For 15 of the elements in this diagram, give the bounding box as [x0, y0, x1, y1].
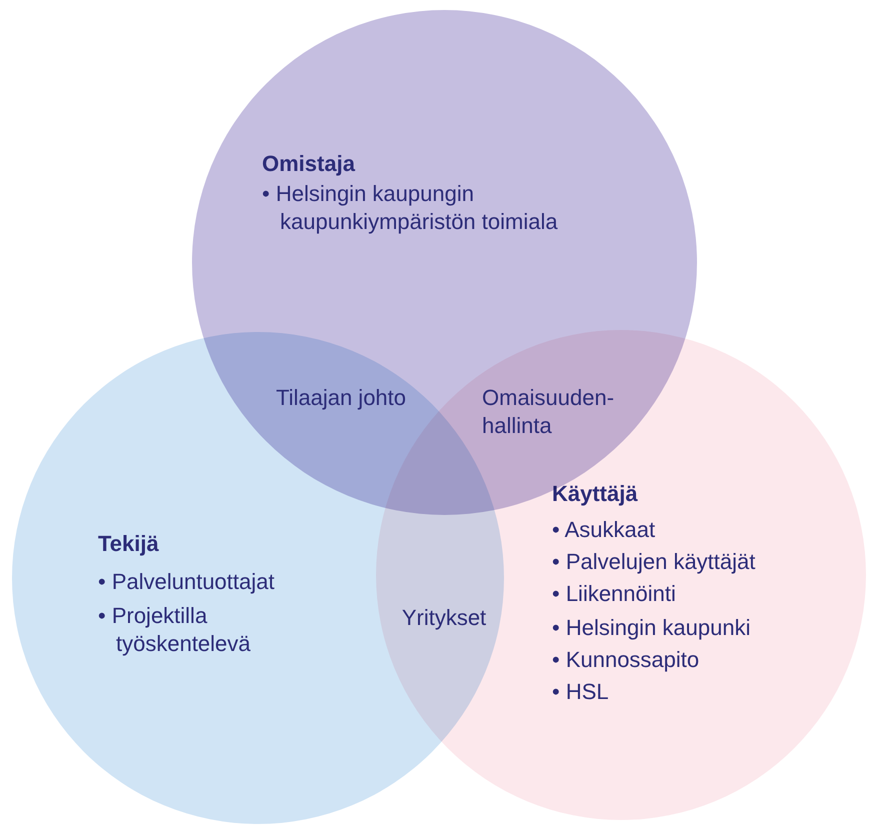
circle-heading: Tekijä: [98, 530, 160, 558]
circle-heading: Käyttäjä: [552, 480, 639, 508]
overlap-label: Tilaajan johto: [274, 384, 408, 412]
circle-heading: Omistaja: [262, 150, 356, 178]
overlap-label: Omaisuuden- hallinta: [482, 384, 616, 440]
list-item: • Liikennöinti: [552, 580, 677, 608]
overlap-label: Yritykset: [400, 604, 488, 632]
list-item: • Palveluntuottajat: [98, 568, 276, 596]
list-item: • Helsingin kaupungin kaupunkiympäristön toimiala: [262, 180, 559, 236]
list-item: • Asukkaat: [552, 516, 656, 544]
list-item: • Palvelujen käyttäjät: [552, 548, 756, 576]
list-item: • Helsingin kaupunki: [552, 614, 752, 642]
list-item: • Projektilla työskentelevä: [98, 602, 252, 658]
list-item: • HSL: [552, 678, 610, 706]
list-item: • Kunnossapito: [552, 646, 700, 674]
